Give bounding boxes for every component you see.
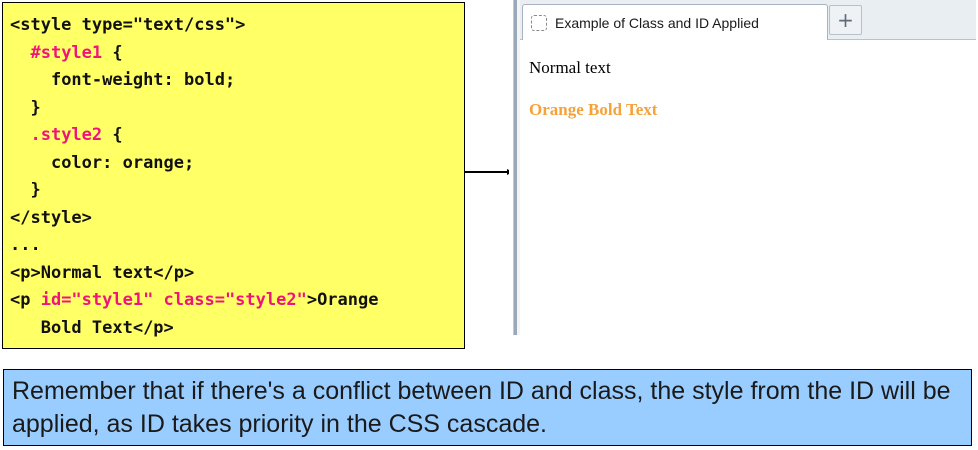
code-line: color: orange; [10, 150, 464, 178]
blank-page-icon [531, 14, 547, 31]
code-text: Bold Text</p> [40, 317, 174, 338]
code-text: } [30, 97, 41, 118]
code-text: </style> [10, 207, 92, 228]
code-text: <p>Normal text</p> [10, 262, 195, 283]
code-line: <p id="style1" class="style2">Orange [10, 287, 464, 315]
code-line: } [10, 177, 464, 205]
code-line: <p>Normal text</p> [10, 260, 464, 288]
normal-text-paragraph: Normal text [529, 58, 611, 77]
code-line: font-weight: bold; [10, 67, 464, 95]
code-snippet-panel: <style type="text/css"> #style1 { font-w… [2, 2, 465, 349]
code-text: <style type="text/css"> [10, 15, 246, 35]
code-text: font-weight: bold; [50, 70, 236, 90]
code-line: } [10, 95, 464, 123]
note-text: Remember that if there's a conflict betw… [12, 377, 951, 438]
code-line: ... [10, 232, 464, 260]
code-text: <p [10, 290, 31, 310]
browser-tab[interactable]: Example of Class and ID Applied [522, 4, 828, 40]
code-text: { [102, 125, 123, 145]
code-text: } [30, 180, 41, 200]
code-text: >Orange [306, 290, 379, 310]
code-line: </style> [10, 205, 464, 233]
note-box: Remember that if there's a conflict betw… [3, 369, 972, 446]
code-text: { [102, 42, 123, 63]
code-attributes: id="style1" class="style2" [30, 290, 307, 310]
page-content [520, 40, 976, 335]
plus-icon: + [837, 8, 854, 32]
code-text: ... [10, 235, 41, 255]
code-line: <style type="text/css"> [10, 12, 464, 40]
orange-bold-paragraph: Orange Bold Text [529, 100, 658, 119]
code-text: color: orange; [50, 152, 195, 173]
code-line: .style2 { [10, 122, 464, 150]
code-line: Bold Text</p> [10, 315, 464, 343]
code-id-selector: #style1 [30, 42, 103, 63]
code-class-selector: .style2 [30, 125, 103, 145]
new-tab-button[interactable]: + [829, 5, 862, 35]
connector-line [465, 171, 511, 173]
tab-title: Example of Class and ID Applied [555, 14, 759, 31]
browser-frame-edge [509, 0, 520, 335]
code-line: #style1 { [10, 40, 464, 68]
